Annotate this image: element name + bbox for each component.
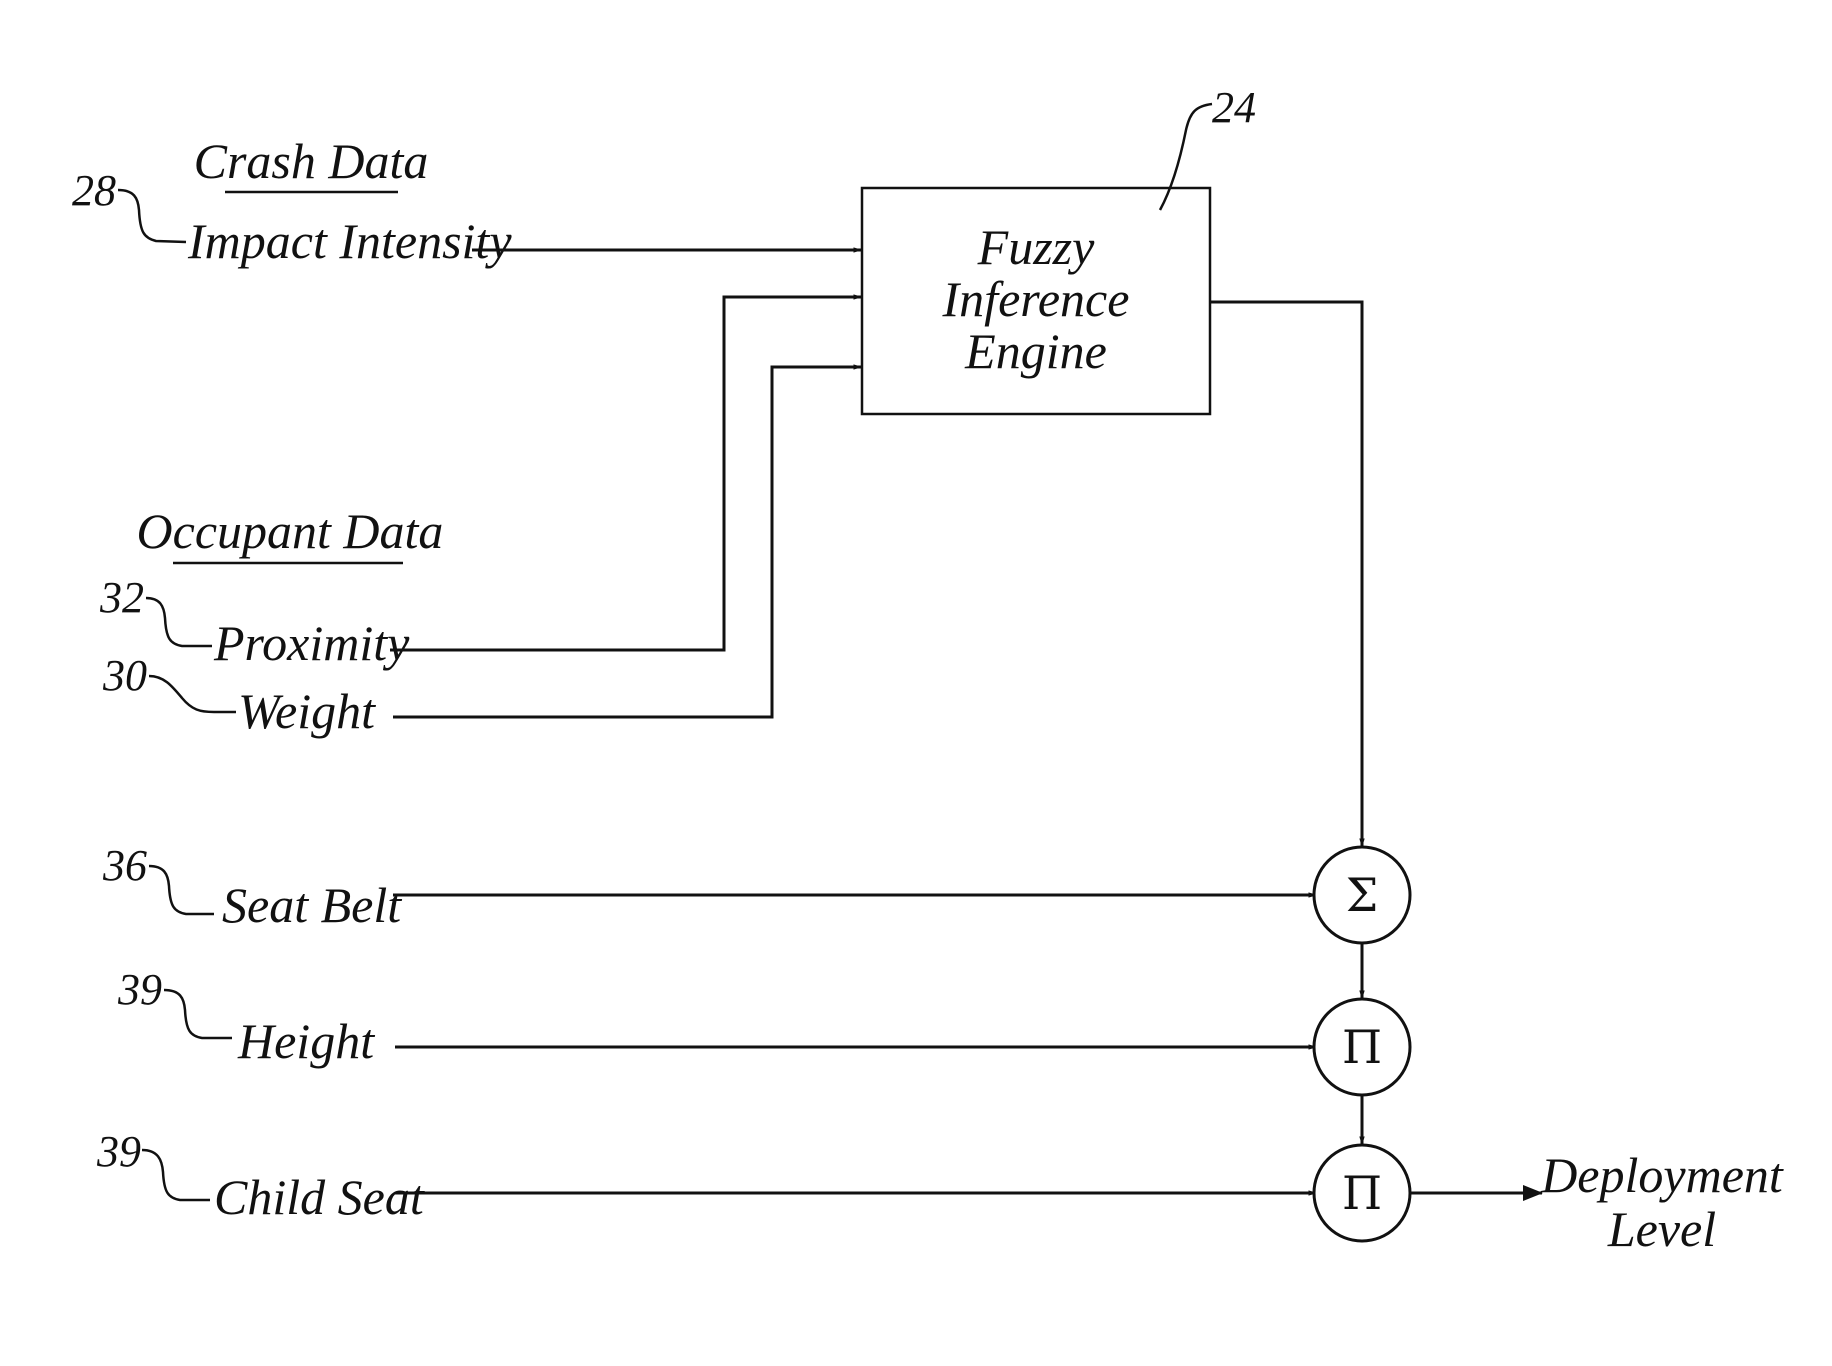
ref-number-proximity: 32 (99, 573, 144, 622)
crash-data-heading: Crash Data (194, 133, 429, 189)
proximity-wire (390, 297, 862, 650)
engine-label-line2: Inference (942, 271, 1130, 327)
engine-ref-number: 24 (1212, 83, 1256, 132)
weight-ref-leader (149, 676, 236, 712)
product-symbol-2: Π (1342, 1166, 1382, 1220)
product-symbol-1: Π (1342, 1020, 1382, 1074)
height-ref-leader (164, 990, 232, 1038)
deployment-level-line1: Deployment (1540, 1147, 1784, 1203)
sum-symbol: Σ (1346, 868, 1379, 922)
childseat-ref-leader (142, 1150, 210, 1200)
impact-ref-leader (118, 190, 186, 242)
ref-number-seatbelt: 36 (102, 841, 147, 890)
child-seat-label: Child Seat (214, 1169, 425, 1225)
weight-label: Weight (238, 683, 376, 739)
proximity-label: Proximity (213, 615, 410, 671)
impact-intensity-label: Impact Intensity (187, 213, 512, 269)
ref-number-childseat: 39 (96, 1127, 141, 1176)
deployment-level-line2: Level (1607, 1201, 1716, 1257)
weight-wire (393, 367, 862, 717)
engine-output-wire (1210, 302, 1362, 847)
ref-number-impact: 28 (72, 166, 116, 215)
occupant-data-heading: Occupant Data (137, 503, 444, 559)
engine-label-line3: Engine (964, 323, 1107, 379)
seatbelt-ref-leader (149, 866, 214, 914)
seat-belt-label: Seat Belt (222, 877, 402, 933)
proximity-ref-leader (146, 598, 212, 646)
height-label: Height (237, 1013, 375, 1069)
ref-number-weight: 30 (102, 651, 147, 700)
engine-label-line1: Fuzzy (977, 219, 1095, 275)
ref-number-height: 39 (117, 965, 162, 1014)
